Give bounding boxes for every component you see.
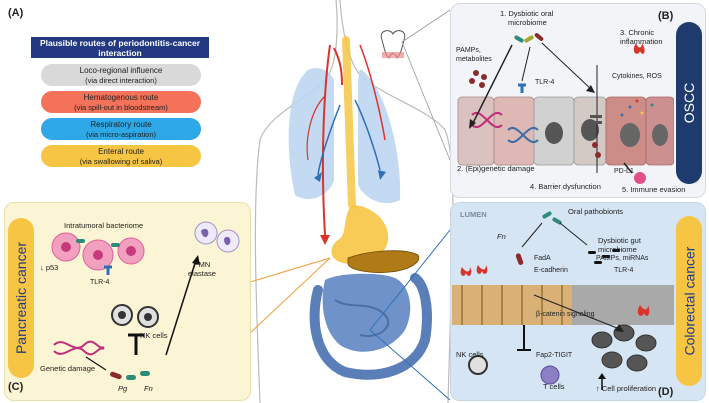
- oscc-pamps: PAMPs, metabolites: [456, 46, 492, 64]
- dysbiotic-line2: microbiome: [598, 245, 637, 254]
- panel-a-letter: (A): [8, 7, 24, 19]
- colorectal-fn: Fn: [497, 232, 506, 241]
- step1-line2: microbiome: [508, 18, 547, 27]
- oscc-step4: 4. Barrier dysfunction: [530, 182, 601, 191]
- oscc-cytokines: Cytokines, ROS: [612, 73, 662, 80]
- pancreatic-tlr4: TLR-4: [90, 279, 110, 286]
- route-name: Enteral route: [98, 147, 144, 156]
- panel-c-letter: (C): [8, 381, 24, 393]
- pancreatic-pmn: PMN elastase: [188, 260, 216, 278]
- colorectal-tlr4: TLR-4: [614, 267, 634, 274]
- step3-line1: 3. Chronic: [620, 28, 655, 37]
- pancreatic-label-pill: Pancreatic cancer: [8, 218, 34, 378]
- large-intestine: [309, 273, 432, 380]
- left-lung: [288, 68, 334, 200]
- down-arrow-icon: ↓: [40, 263, 46, 272]
- colorectal-catenin: β-catenin signaling: [536, 311, 595, 318]
- oscc-step2: 2. (Epi)genetic damage: [457, 164, 535, 173]
- pancreatic-nk: NK cells: [140, 331, 168, 340]
- colorectal-label: Colorectal cancer: [681, 246, 697, 356]
- step1-line1: 1. Dysbiotic oral: [500, 9, 554, 18]
- route-hematogenous: Hematogenous route (via spill-out in blo…: [41, 91, 201, 113]
- pamps-line1: PAMPs,: [456, 47, 481, 54]
- pancreatic-pg: Pg: [118, 384, 128, 393]
- colorectal-illustration: [452, 211, 674, 390]
- pancreatic-p53: ↓ p53: [40, 263, 58, 272]
- oscc-label: OSCC: [681, 82, 698, 124]
- up-arrow-icon: ↑: [596, 384, 602, 393]
- route-name: Respiratory route: [90, 120, 152, 129]
- pancreatic-illustration: [51, 221, 240, 380]
- panel-b-letter: (B): [658, 10, 674, 22]
- legend-title: Plausible routes of periodontitis-cancer…: [31, 37, 209, 58]
- legend-title-line2: interaction: [98, 48, 142, 58]
- oscc-step3: 3. Chronic inflammation: [620, 28, 663, 46]
- route-name: Hematogenous route: [83, 93, 159, 102]
- pancreatic-bacteriome: Intratumoral bacteriome: [64, 221, 144, 230]
- p53-label: p53: [45, 263, 59, 272]
- small-intestine: [322, 273, 411, 352]
- oscc-pdl1: PD-L1: [614, 168, 634, 175]
- route-respiratory: Respiratory route (via micro-aspiration): [41, 118, 201, 140]
- colorectal-ecadherin: E-cadherin: [534, 267, 568, 274]
- pamps-line2: metabolites: [456, 56, 492, 63]
- colorectal-lumen: LUMEN: [460, 210, 487, 219]
- colorectal-dysbiotic: Dysbiotic gut microbiome: [598, 236, 641, 254]
- route-detail: (via direct interaction): [85, 75, 157, 85]
- colorectal-pamps: PAMPs, miRNAs: [596, 255, 649, 262]
- colorectal-fada: FadA: [534, 255, 551, 262]
- pancreas: [347, 250, 420, 273]
- route-detail: (via micro-aspiration): [85, 129, 157, 139]
- step3-line2: inflammation: [620, 37, 663, 46]
- route-detail: (via spill-out in bloodstream): [74, 102, 168, 112]
- colorectal-nk: NK cells: [456, 350, 484, 359]
- oscc-tlr4: TLR-4: [535, 79, 555, 86]
- dysbiotic-line1: Dysbiotic gut: [598, 236, 641, 245]
- oscc-step1: 1. Dysbiotic oral microbiome: [500, 9, 553, 27]
- esophagus: [342, 36, 356, 209]
- oscc-step5: 5. Immune evasion: [622, 185, 686, 194]
- right-lung: [358, 69, 401, 204]
- colorectal-prolif: ↑ Cell proliferation: [596, 384, 656, 393]
- oscc-illustration: [457, 33, 674, 184]
- route-enteral: Enteral route (via swallowing of saliva): [41, 145, 201, 167]
- colorectal-tcells: T cells: [543, 382, 565, 391]
- route-name: Loco-regional influence: [79, 66, 163, 75]
- route-detail: (via swallowing of saliva): [79, 156, 163, 166]
- oscc-label-pill: OSCC: [676, 22, 702, 184]
- legend-title-line1: Plausible routes of periodontitis-cancer: [39, 38, 201, 48]
- colorectal-fap2: Fap2-TIGIT: [536, 352, 573, 359]
- colorectal-label-pill: Colorectal cancer: [676, 216, 702, 386]
- stomach: [331, 205, 389, 265]
- prolif-label: Cell proliferation: [601, 384, 657, 393]
- pmn-line1: PMN: [193, 260, 211, 269]
- pancreatic-genetic: Genetic damage: [40, 364, 96, 373]
- tooth-icon: [380, 30, 406, 59]
- colorectal-oral-pathobionts: Oral pathobionts: [568, 207, 624, 216]
- panel-d-letter: (D): [658, 386, 674, 398]
- pmn-line2: elastase: [188, 269, 216, 278]
- route-loco-regional: Loco-regional influence (via direct inte…: [41, 64, 201, 86]
- body-illustration: [230, 0, 454, 403]
- pancreatic-fn: Fn: [144, 384, 153, 393]
- pancreatic-label: Pancreatic cancer: [13, 241, 29, 355]
